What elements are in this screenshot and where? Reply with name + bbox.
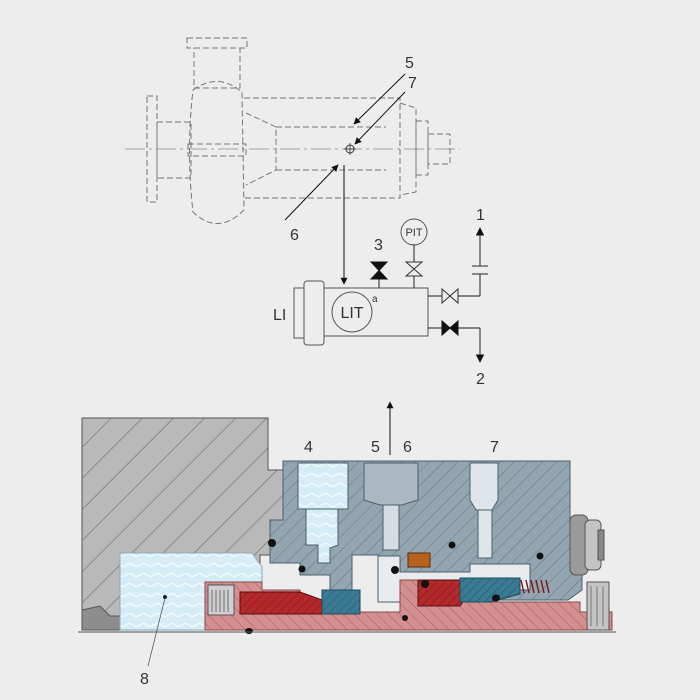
spring-icon (520, 579, 550, 594)
primary-stationary-face (321, 589, 361, 615)
leader-6 (284, 164, 339, 221)
port-2: 2 (476, 371, 485, 388)
pump-outline (125, 37, 460, 224)
drain-plug (586, 581, 610, 631)
callout-6: 6 (290, 227, 299, 244)
label-li: LI (273, 307, 286, 324)
port-1: 1 (476, 207, 485, 224)
secondary-stationary-face (459, 577, 521, 603)
port-3: 3 (374, 237, 383, 254)
callout-5: 5 (405, 55, 414, 72)
callout-6-section: 6 (403, 439, 412, 456)
callout-7: 7 (408, 75, 417, 92)
valve-1-icon (441, 287, 459, 305)
callout-5-section: 5 (371, 439, 380, 456)
port-5-6-bore (363, 462, 419, 506)
leader-7 (354, 91, 406, 145)
port-4-bore (297, 462, 349, 510)
instrument-assembly (293, 218, 488, 363)
callout-7-section: 7 (490, 439, 499, 456)
label-pit: PIT (405, 227, 422, 239)
valve-pit-icon (404, 261, 424, 277)
port-7-bore (469, 462, 499, 511)
callout-8: 8 (140, 671, 149, 688)
lit-bubble (331, 291, 373, 333)
label-lit: LIT (340, 305, 363, 322)
primary-seal-face (239, 591, 323, 615)
callout-4: 4 (304, 439, 313, 456)
label-lit-sub: a (372, 294, 378, 305)
guide-block (407, 552, 431, 568)
valve-3-icon (369, 261, 389, 280)
valve-2-icon (441, 319, 459, 337)
pit-bubble (400, 218, 428, 246)
o-rings (245, 539, 544, 634)
leader-5 (353, 73, 406, 125)
